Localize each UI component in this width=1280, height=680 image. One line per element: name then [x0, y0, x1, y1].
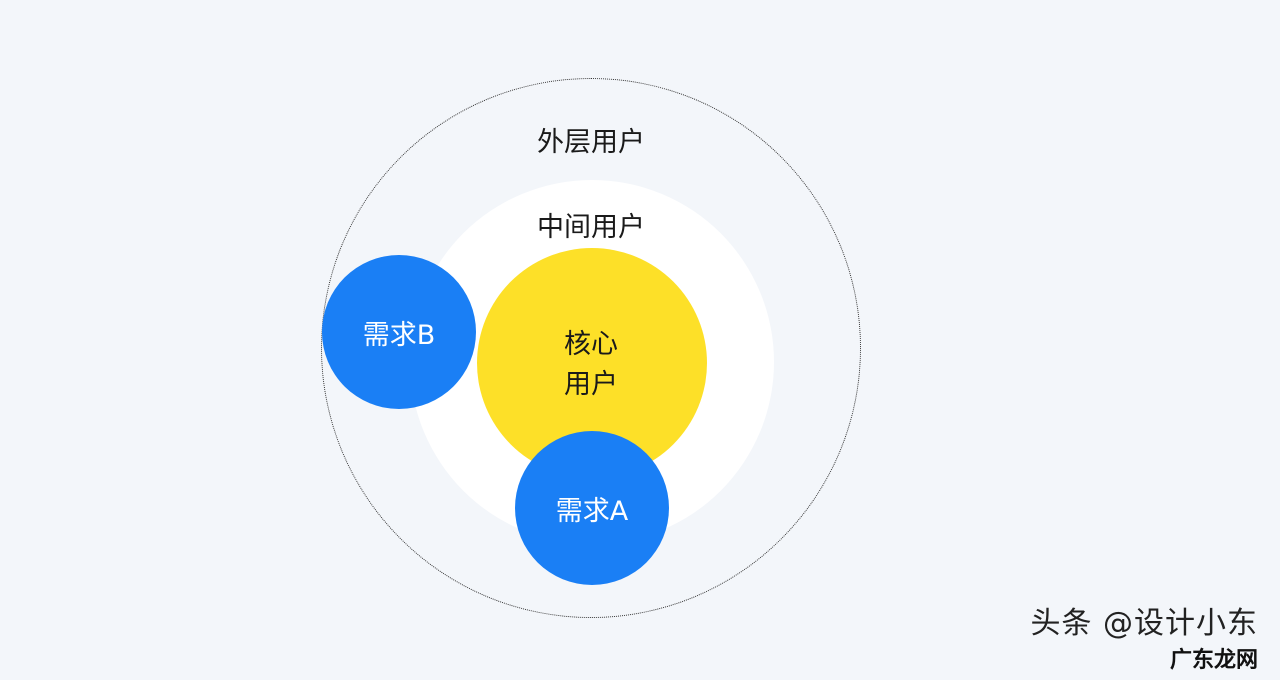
need-b-label: 需求B — [362, 319, 436, 351]
outer-users-circle — [321, 78, 861, 618]
core-users-label: 核心 用户 — [491, 325, 691, 405]
need-a-circle: 需求A — [515, 431, 669, 585]
watermark-overlay: 广东龙网 — [1169, 648, 1258, 673]
middle-users-label: 中间用户 — [537, 212, 645, 243]
watermark: 头条 @设计小东 — [1030, 606, 1258, 641]
core-label-line2: 用户 — [564, 369, 618, 400]
core-label-line1: 核心 — [564, 329, 618, 360]
need-a-label: 需求A — [555, 495, 629, 527]
need-b-circle: 需求B — [322, 255, 476, 409]
outer-users-label: 外层用户 — [537, 127, 645, 158]
